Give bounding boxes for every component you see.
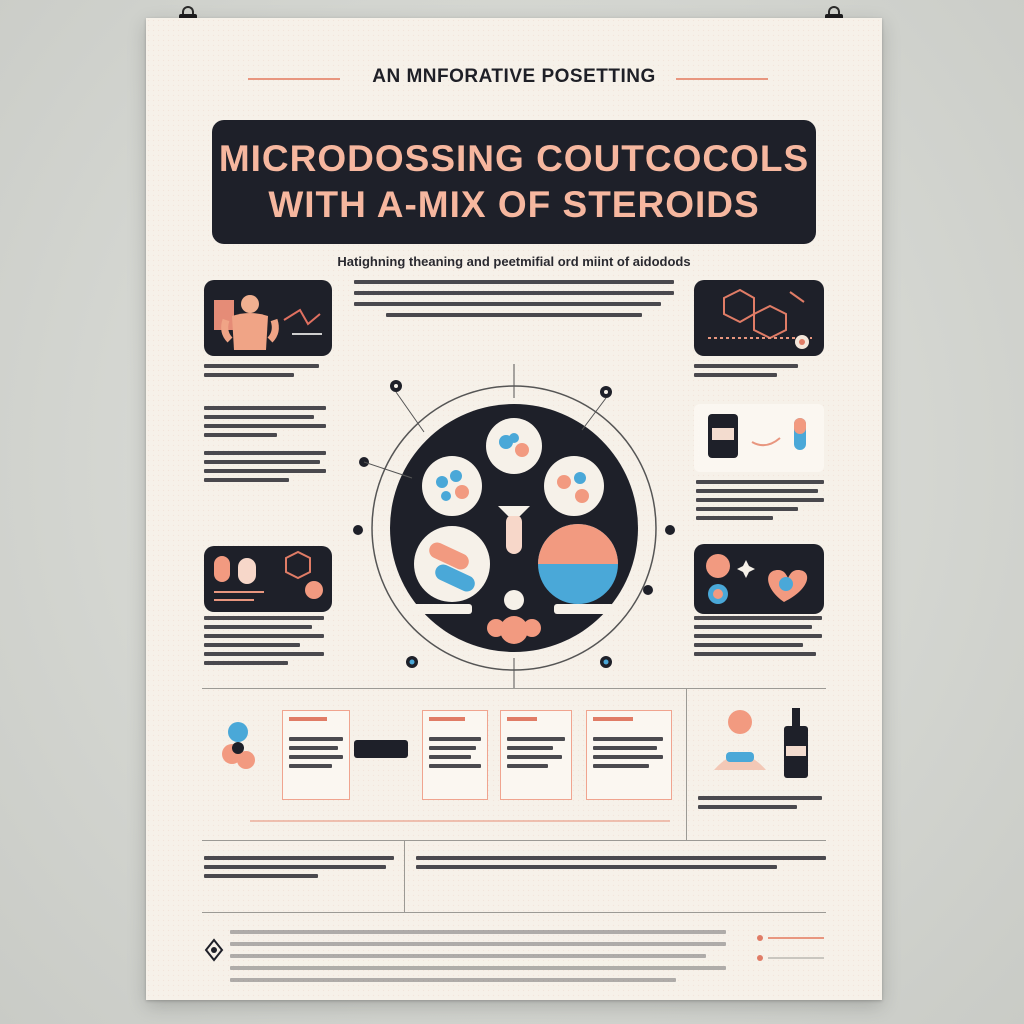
pill-capsule-icon bbox=[794, 418, 806, 450]
muscle-man-icon bbox=[214, 295, 322, 350]
central-diagram bbox=[353, 364, 675, 688]
info-panel bbox=[586, 710, 672, 800]
footer-right-text bbox=[416, 856, 826, 869]
capsule-card bbox=[204, 546, 332, 612]
right-lower-text bbox=[694, 616, 822, 656]
heart-icon bbox=[768, 570, 808, 602]
dropper-bottle-icon bbox=[784, 708, 808, 778]
title-line-2: WITH A-MIX OF STEROIDS bbox=[268, 184, 760, 225]
heart-card bbox=[694, 544, 824, 614]
right-text-block bbox=[696, 480, 824, 520]
sparkle-icon bbox=[737, 560, 755, 578]
note-text bbox=[694, 364, 824, 377]
right-bottom-text bbox=[698, 796, 822, 809]
footer-markers bbox=[757, 935, 824, 961]
note-text bbox=[204, 364, 332, 377]
label-tag bbox=[354, 740, 408, 758]
kicker-rule-left bbox=[248, 78, 340, 80]
diamond-logo-icon bbox=[204, 938, 224, 962]
pill-capsule-icon bbox=[222, 722, 255, 769]
left-lower-text bbox=[204, 616, 324, 665]
supplement-panel bbox=[694, 404, 824, 472]
section-divider bbox=[202, 840, 826, 841]
bodybuilder-card bbox=[204, 280, 332, 356]
subtitle: Hatighning theaning and peetmifial ord m… bbox=[337, 254, 691, 269]
molecule-card bbox=[694, 280, 824, 356]
kicker-text: AN MNFORATIVE POSETTING bbox=[372, 66, 656, 87]
molecule-icon bbox=[708, 288, 812, 349]
section-divider bbox=[686, 688, 687, 840]
panel-underline bbox=[250, 820, 670, 822]
info-panel bbox=[422, 710, 488, 800]
title-banner: MICRODOSSING COUTCOCOLS WITH A-MIX OF ST… bbox=[212, 120, 816, 244]
info-panel bbox=[500, 710, 572, 800]
info-panel bbox=[282, 710, 350, 800]
wellness-illustration bbox=[714, 708, 808, 778]
section-divider bbox=[202, 688, 826, 689]
kicker-rule-right bbox=[676, 78, 768, 80]
pill-capsule-icon bbox=[214, 550, 323, 601]
title-line-1: MICRODOSSING COUTCOCOLS bbox=[218, 138, 810, 179]
supplement-bottle-icon bbox=[708, 414, 738, 458]
poster: AN MNFORATIVE POSETTING MICRODOSSING COU… bbox=[146, 18, 882, 1000]
footer-left-text bbox=[204, 856, 394, 878]
left-text-block bbox=[204, 406, 326, 482]
intro-paragraph bbox=[354, 280, 674, 317]
footer-fine-print bbox=[230, 930, 726, 982]
section-divider bbox=[404, 840, 405, 912]
section-divider bbox=[202, 912, 826, 913]
